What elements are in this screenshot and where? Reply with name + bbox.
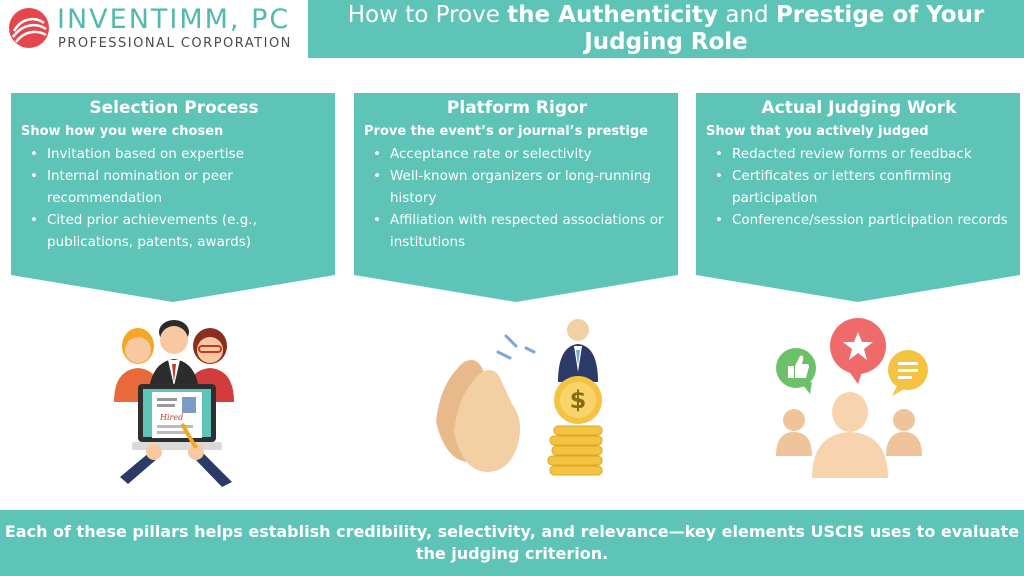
title-banner: How to Prove the Authenticity and Presti… (308, 0, 1024, 58)
bullet-list: Acceptance rate or selectivity Well-know… (364, 143, 670, 253)
bullet-list: Invitation based on expertise Internal n… (21, 143, 327, 253)
panel-subtitle: Show how you were chosen (21, 124, 224, 139)
panel-title: Actual Judging Work (761, 98, 957, 118)
bullet-list: Redacted review forms or feedback Certif… (706, 143, 1012, 231)
bullet-item: Certificates or letters confirming parti… (715, 165, 1012, 209)
company-logo: INVENTIMM, PC PROFESSIONAL CORPORATION (0, 0, 305, 58)
panel-title: Platform Rigor (446, 98, 588, 118)
title-part-3: and (718, 2, 776, 28)
panel-actual-judging-work: Actual Judging Work Show that you active… (696, 93, 1020, 303)
panel-selection-process: Selection Process Show how you were chos… (11, 93, 335, 303)
bullet-item: Redacted review forms or feedback (715, 143, 1012, 165)
bullet-item: Cited prior achievements (e.g., publicat… (30, 209, 327, 253)
logo-swirl-icon (9, 8, 49, 48)
title-part-1: How to Prove (347, 2, 508, 28)
svg-text:Hired: Hired (159, 413, 183, 422)
audience-feedback-icon (776, 318, 928, 478)
title-part-2: the Authenticity (507, 2, 719, 28)
title-part-5: Judging Role (584, 29, 748, 55)
bullet-item: Invitation based on expertise (30, 143, 327, 165)
bullet-item: Acceptance rate or selectivity (373, 143, 670, 165)
title-part-4: Prestige of Your (775, 2, 985, 28)
panel-subtitle: Show that you actively judged (706, 124, 929, 139)
panel-title: Selection Process (89, 98, 259, 118)
bullet-item: Well-known organizers or long-running hi… (373, 165, 670, 209)
bullet-item: Affiliation with respected associations … (373, 209, 670, 253)
bullet-item: Internal nomination or peer recommendati… (30, 165, 327, 209)
footer-banner: Each of these pillars helps establish cr… (0, 510, 1024, 576)
footer-text: Each of these pillars helps establish cr… (4, 522, 1020, 563)
bullet-item: Conference/session participation records (715, 209, 1012, 231)
panel-subtitle: Prove the event’s or journal’s prestige (364, 124, 648, 139)
page-title-line-2: Judging Role (308, 29, 1024, 56)
logo-subtitle: PROFESSIONAL CORPORATION (58, 36, 292, 51)
panel-platform-rigor: Platform Rigor Prove the event’s or jour… (354, 93, 678, 303)
clapping-hands-and-coins-icon: $ (436, 319, 603, 476)
logo-name: INVENTIMM, PC (57, 4, 291, 35)
svg-text:$: $ (570, 386, 587, 414)
group-reviewing-resume-icon: Hired (114, 320, 234, 487)
page-title-line-1: How to Prove the Authenticity and Presti… (308, 2, 1024, 29)
